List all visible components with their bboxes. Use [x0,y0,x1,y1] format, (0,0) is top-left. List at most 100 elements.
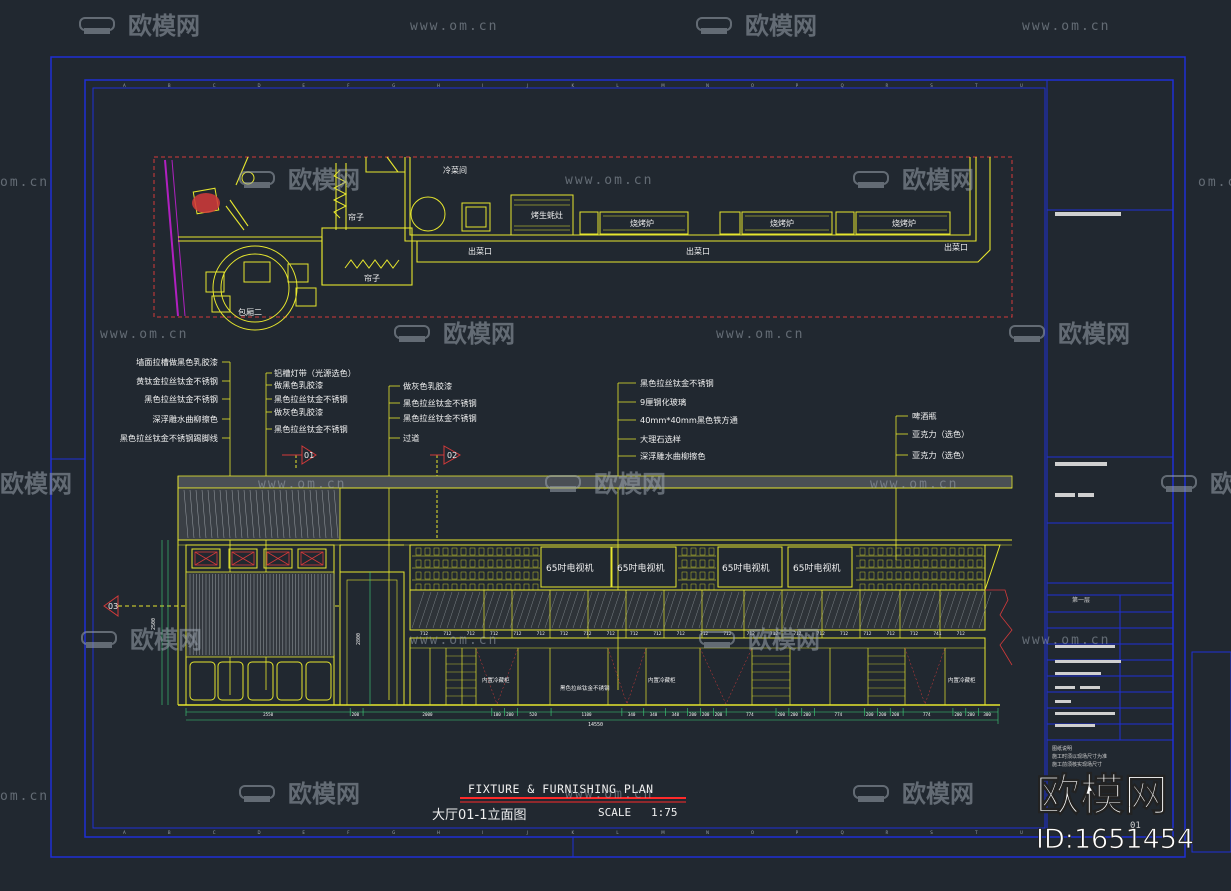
bottom-dim-label: 200 [702,712,710,717]
grid-ref-bottom: A [123,830,126,835]
watermark-site: www.om.cn [258,477,346,492]
svg-text:www.om.cn: www.om.cn [1022,633,1110,648]
watermark-site: www.om.cn [1022,633,1110,648]
tv-label-1: 65吋电视机 [546,562,593,574]
wine-label: 712 [653,631,661,637]
grid-ref-top: B [168,83,171,88]
bottle-shelves [412,547,985,592]
svg-text:欧模网: 欧模网 [0,470,72,498]
svg-text:欧模网: 欧模网 [288,166,360,194]
watermark-brand: 欧模网 [394,320,515,348]
wine-label: 712 [723,631,731,637]
watermark-brand: 欧模网 [239,166,360,194]
outer-frame [50,56,1186,858]
private-room-label: 包厢二 [238,307,262,317]
cold-room-label: 冷菜间 [443,165,467,175]
bottom-dim-label: 200 [954,712,962,717]
rounded-panel [189,661,216,701]
floor-plan: 冷菜间 帘子 帘子 包厢二 烤生蚝灶 烧烤炉 烧烤炉 烧烤炉 出菜口 出菜口 出… [153,156,1013,331]
callout-b-3: 黑色拉丝钛金不锈钢 [274,394,348,404]
callout-d-4: 大理石选样 [640,434,681,444]
shelf-block [412,547,540,592]
vert-dim-2: 2500 [151,618,157,630]
bottom-dim-label: 774 [746,712,754,717]
svg-text:www.om.cn: www.om.cn [870,477,958,492]
wine-label: 712 [560,631,568,637]
counter-note-2: 黑色拉丝钛金不锈钢 [560,684,610,692]
scale-value: 1:75 [651,806,678,819]
counter-note-4: 内置冷藏柜 [948,676,976,684]
plan-labels: 冷菜间 帘子 帘子 包厢二 烤生蚝灶 烧烤炉 烧烤炉 烧烤炉 出菜口 出菜口 出… [238,165,968,317]
svg-text:02: 02 [447,451,457,460]
title-block-frame [1046,79,1174,838]
watermark-brand: 欧模网 [239,780,360,808]
callout-e-1: 啤酒瓶 [912,411,937,421]
plan-viewport-boundary [153,156,1013,318]
grid-ref-top: F [347,83,350,88]
watermark-site: www.om.cn [100,327,188,342]
wine-label: 712 [490,631,498,637]
grid-ref-bottom: C [213,830,216,835]
curtain-label-bottom: 帘子 [364,273,380,283]
grid-ref-top: R [885,83,888,88]
svg-text:欧模网: 欧模网 [745,12,817,40]
wine-label: 712 [887,631,895,637]
grid-ref-bottom: H [437,830,440,835]
drawing-note-1: 图纸说明 [1052,745,1072,752]
serving-window-2: 出菜口 [686,246,710,256]
wine-label: 712 [910,631,918,637]
svg-text:欧模网: 欧模网 [443,320,515,348]
callout-b-5: 黑色拉丝钛金不锈钢 [274,424,348,434]
svg-text:欧模网: 欧模网 [128,12,200,40]
title-chinese: 大厅01-1立面图 [432,808,527,823]
watermark-brand: 欧模网 [81,626,202,654]
grid-ref-bottom: G [392,830,395,835]
grid-ref-bottom: I [482,830,483,835]
callout-a-4: 深浮雕水曲柳擦色 [152,414,218,424]
title-block-text-bars [1055,212,1121,727]
drawing-note-3: 施工前须核实现场尺寸 [1052,761,1102,768]
decorative-x-panels [191,548,327,569]
wine-label: 712 [443,631,451,637]
watermark-site: om.cn [1198,175,1231,190]
oven-label-3: 烧烤炉 [892,218,916,228]
wine-label: 712 [583,631,591,637]
callout-a-3: 黑色拉丝钛金不锈钢 [144,394,218,404]
grid-ref-bottom: T [974,830,978,835]
bottom-dim-label: 340 [650,712,658,717]
bottom-dim-label: 340 [672,712,680,717]
sheet-number: 01 [1130,821,1141,831]
x-panel [191,548,221,569]
grid-ref-top: M [661,83,665,88]
watermarks: 欧模网 www.om.cn 欧模网 www.om.cn om.cn 欧模网 www.om.c… [0,12,1231,808]
rounded-panel [247,661,274,701]
wine-label: 712 [957,631,965,637]
bottom-total-dim: 14550 [588,722,603,728]
tv-screens [540,546,853,588]
grid-ref-top: Q [841,83,844,88]
tv-label-2: 65吋电视机 [617,562,664,574]
bottom-dim-label: 100 [493,712,501,717]
callout-e-3: 亚克力（选色） [912,450,969,460]
svg-text:www.om.cn: www.om.cn [100,327,188,342]
inner-frame [84,79,1174,838]
callout-c-4: 过道 [403,433,419,443]
wine-label: 712 [793,631,801,637]
table-set [192,171,317,331]
watermark-brand: 欧模网 [1161,470,1231,498]
svg-text:欧模网: 欧模网 [1058,320,1130,348]
grid-ref-top: C [213,83,216,88]
callout-b-1: 铝槽灯带（光源选色） [274,368,356,378]
counter-note-3: 内置冷藏柜 [648,676,676,684]
callout-b-2: 做黑色乳胶漆 [274,380,323,390]
wine-label: 712 [677,631,685,637]
svg-text:www.om.cn: www.om.cn [258,477,346,492]
svg-text:www.om.cn: www.om.cn [410,19,498,34]
wine-label: 712 [513,631,521,637]
watermark-site: om.cn [0,175,47,190]
watermark-site: www.om.cn [1022,19,1108,34]
svg-text:欧模网: 欧模网 [288,780,360,808]
